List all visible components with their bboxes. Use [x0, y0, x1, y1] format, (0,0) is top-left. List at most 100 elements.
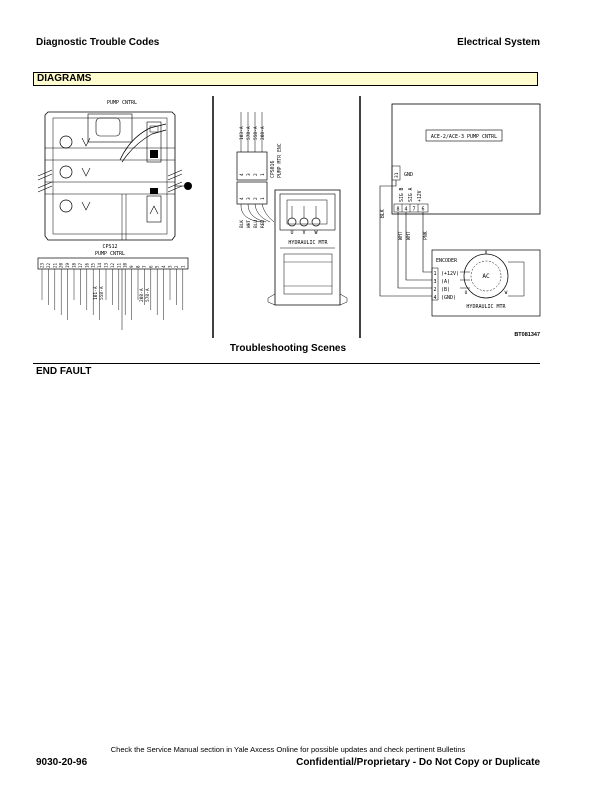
svg-text:BLK: BLK [239, 220, 245, 228]
ace-controller-label: ACE-2/ACE-3 PUMP CNTRL [431, 134, 497, 140]
svg-text:W: W [314, 230, 318, 236]
cps12-pin-number: 21 [52, 262, 57, 268]
svg-text:1: 1 [260, 197, 266, 200]
terminal-circle-1 [59, 135, 73, 149]
svg-text:31: 31 [394, 172, 400, 178]
warning-symbol-icon [81, 167, 91, 177]
cps12-pin-number: 17 [78, 262, 83, 268]
svg-text:1: 1 [433, 271, 436, 277]
middle-motor-label: HYDRAULIC MTR [288, 240, 328, 246]
svg-text:7: 7 [412, 207, 415, 213]
cps12-pin-number: 22 [46, 262, 51, 268]
svg-text:U: U [465, 290, 468, 296]
cps016-sub-label: PUMP MTR ENC [277, 143, 283, 178]
svg-text:WHT: WHT [398, 231, 404, 240]
page-number: 9030-20-96 [36, 757, 88, 768]
cps12-pin-number: 10 [123, 262, 128, 268]
section-divider [33, 363, 540, 364]
cps016-label: CPS016 [270, 161, 276, 178]
warning-symbol-icon [81, 201, 91, 211]
cps12-pin-number: 6 [148, 265, 153, 268]
svg-text:1: 1 [260, 173, 266, 176]
footer-note: Check the Service Manual section in Yale… [110, 745, 466, 754]
wiring-diagram: PUMP CNTRL [37, 96, 541, 338]
terminal-u [287, 217, 297, 227]
svg-text:3: 3 [433, 279, 436, 285]
mid-wire-3: 558-A [253, 126, 259, 140]
figure-caption: Troubleshooting Scenes [229, 343, 347, 354]
right-panel-schematic: ACE-2/ACE-3 PUMP CNTRL 31 GND BLK SIG B … [379, 103, 541, 338]
left-panel-pump-controller: PUMP CNTRL [37, 100, 192, 330]
section-title-bar: DIAGRAMS [33, 72, 538, 86]
svg-text:(GND): (GND) [441, 295, 456, 301]
figure-id: BT081347 [514, 332, 540, 338]
svg-text:(B): (B) [441, 287, 450, 293]
svg-text:RED: RED [260, 220, 266, 228]
cps12-pin-number: 18 [72, 262, 77, 268]
gnd-label: GND [404, 172, 413, 178]
wire-578-a: 578-A [145, 288, 151, 302]
svg-text:SIG A: SIG A [408, 187, 414, 202]
cps12-pin-number: 19 [65, 262, 70, 268]
terminal-v [299, 217, 309, 227]
end-fault-label: END FAULT [36, 366, 92, 377]
svg-text:U: U [290, 230, 293, 236]
wire-101-a: 101-A [93, 286, 99, 300]
cps12-pin-number: 15 [91, 262, 96, 268]
svg-text:PNK: PNK [423, 231, 429, 240]
cps12-pin-number: 8 [136, 265, 141, 268]
svg-text:2: 2 [253, 173, 259, 176]
svg-text:WHT: WHT [246, 220, 252, 228]
svg-text:(A): (A) [441, 279, 450, 285]
svg-text:2: 2 [253, 197, 259, 200]
svg-text:4: 4 [404, 207, 407, 213]
cps12-pin-number: 1 [180, 265, 185, 268]
svg-text:3: 3 [246, 173, 252, 176]
cps12-pin-number: 16 [84, 262, 89, 268]
svg-text:V: V [302, 230, 305, 236]
cps12-connector-body [37, 257, 189, 270]
cps12-pin-number: 3 [168, 265, 173, 268]
cps12-pin-number: 2 [174, 265, 179, 268]
svg-text:4: 4 [239, 197, 245, 200]
middle-motor-body [274, 189, 341, 306]
cps12-pin-number: 11 [116, 262, 121, 268]
cps016-connector-body [236, 151, 268, 181]
cps12-pin-number: 7 [142, 265, 147, 268]
mid-wire-1: 103-A [239, 126, 245, 140]
mid-wire-4: 208-A [260, 126, 266, 140]
ace-controller-box [391, 103, 541, 215]
terminal-w [311, 217, 321, 227]
svg-text:BLU: BLU [253, 220, 259, 228]
svg-text:+12V: +12V [417, 190, 423, 202]
svg-text:8: 8 [396, 207, 399, 213]
cps12-wires [41, 269, 184, 320]
cps12-label: CPS12 [102, 244, 117, 250]
left-pump-cntrl-title: PUMP CNTRL [107, 100, 137, 106]
svg-text:(+12V): (+12V) [441, 271, 459, 277]
wire-208-a: 208-A [139, 288, 145, 302]
cps12-pin-number: 4 [161, 265, 166, 268]
cps12-pin-number: 9 [129, 265, 134, 268]
right-motor-label: HYDRAULIC MTR [466, 304, 506, 310]
confidential-notice: Confidential/Proprietary - Do Not Copy o… [296, 757, 540, 768]
wire-558-a: 558-A [99, 286, 105, 300]
svg-text:V: V [485, 250, 488, 256]
cps12-pin-number: 12 [110, 262, 115, 268]
svg-text:SIG B: SIG B [399, 187, 405, 202]
svg-text:W: W [505, 290, 508, 296]
controller-outline [44, 111, 176, 241]
cps12-pin-number: 14 [97, 262, 102, 268]
svg-text:4: 4 [433, 295, 436, 301]
svg-text:6: 6 [421, 207, 424, 213]
svg-text:4: 4 [239, 173, 245, 176]
terminal-circle-3 [59, 199, 73, 213]
encoder-label: ENCODER [436, 258, 458, 264]
cps12-pin-number: 23 [40, 262, 45, 268]
blk-wire-label: BLK [380, 209, 386, 218]
terminal-circle-2 [59, 165, 73, 179]
middle-panel-encoder-connector: 103-A 578-A 558-A 208-A 4 3 2 1 CPS016 P… [236, 112, 348, 306]
svg-text:2: 2 [433, 287, 436, 293]
ac-motor-label: AC [482, 273, 490, 280]
